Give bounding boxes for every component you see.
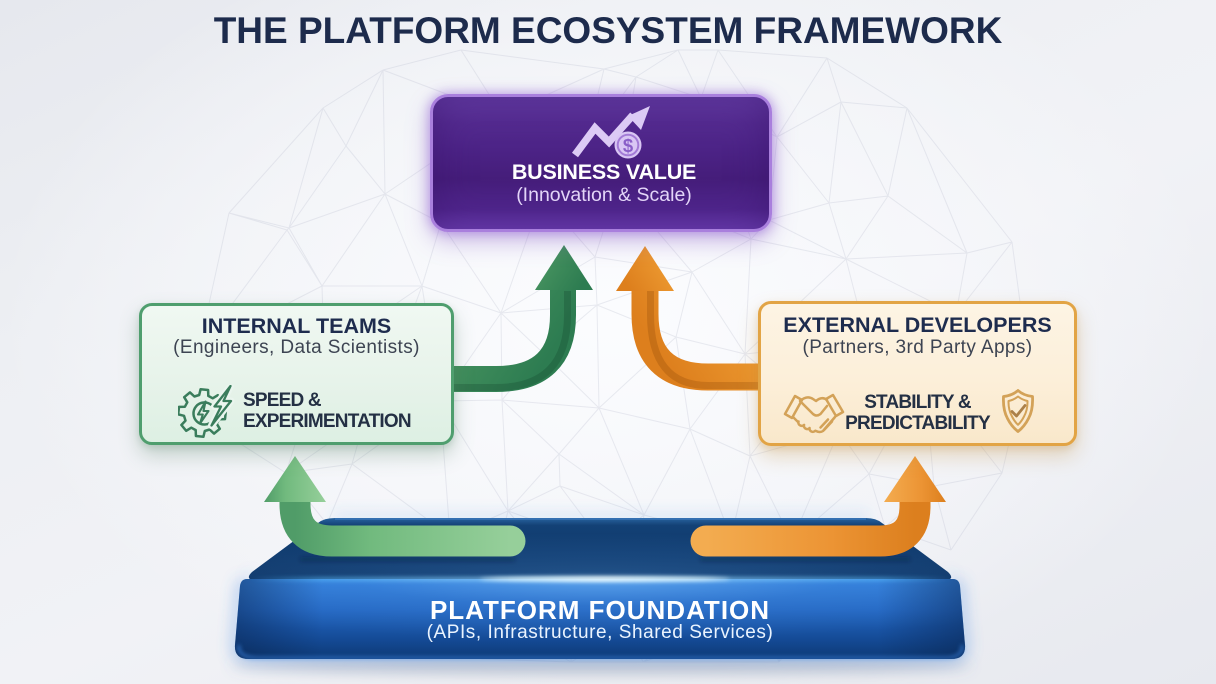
svg-text:$: $ <box>623 135 634 156</box>
